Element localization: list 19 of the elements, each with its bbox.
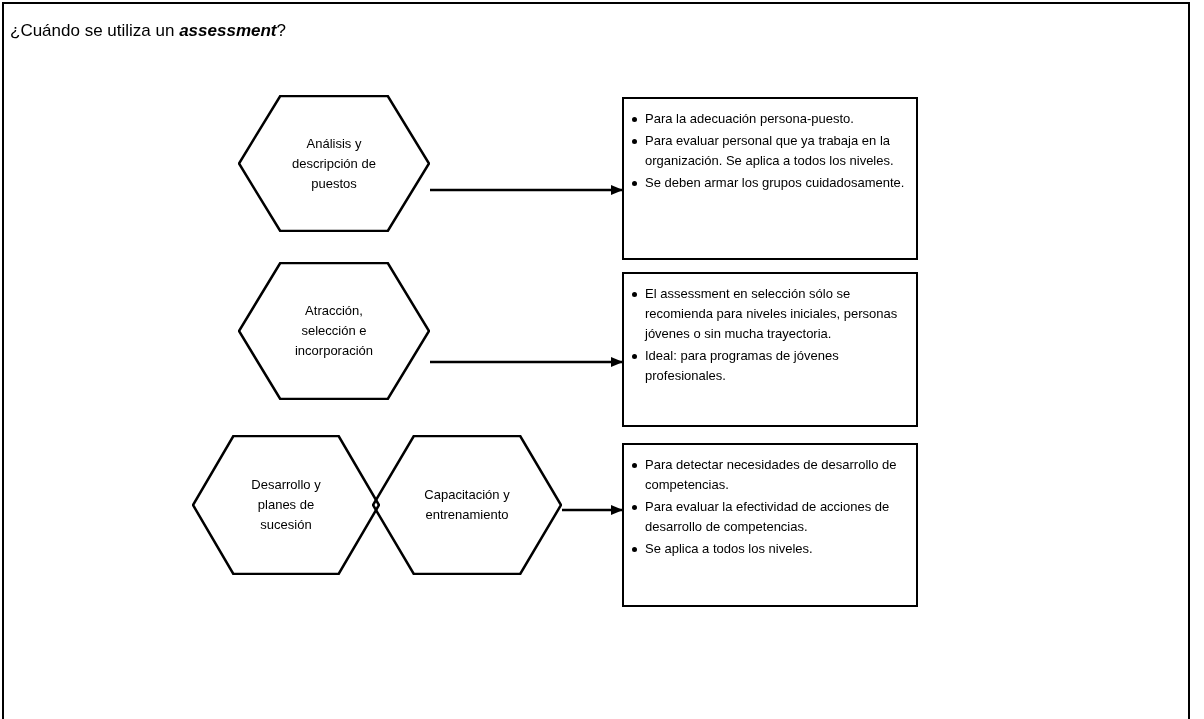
text-box [622,97,918,260]
bullet-text: Para la adecuación persona-puesto. [645,110,854,128]
bullet-text: Ideal: para programas de jóvenes profesionales. [645,347,840,385]
arrow [430,185,623,195]
bullet-text: Para evaluar la efectividad de acciones de desarrollo de competencias. [645,498,891,536]
hexagon-label: Análisis y descripción de puestos [291,134,377,193]
title: ¿Cuándo se utiliza un assessment? [10,20,286,42]
bullet-text: Para detectar necesidades de desarrollo de competencias. [645,456,898,494]
bullet-text: El assessment en selección sólo se recomienda para niveles iniciales, personas jóvenes o sin mucha trayectoria. [645,285,899,343]
hexagon-label: Capacitación y entrenamiento [423,486,511,524]
arrow [430,357,623,367]
text-box [622,443,918,607]
bullet-text: Se aplica a todos los niveles. [645,540,813,558]
bullet-text: Se deben armar los grupos cuidadosamente. [645,174,905,192]
hexagon-label: Desarrollo y planes de sucesión [250,476,322,534]
text-box [622,272,918,427]
arrow [562,505,623,515]
hexagon-label: Atracción, selección e incorporación [293,302,374,360]
bullet-text: Para evaluar personal que ya trabaja en la organización. Se aplica a todos los niveles. [645,132,895,170]
